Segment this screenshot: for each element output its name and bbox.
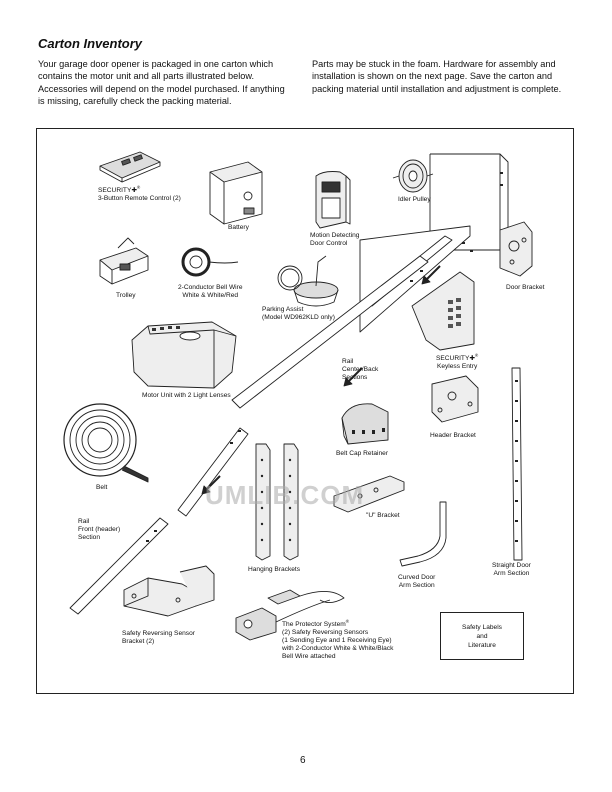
belt-cap-retainer-illustration — [341, 403, 389, 445]
keyless-entry-illustration — [411, 271, 475, 351]
remote-brand: SECURITY✚ — [98, 187, 137, 195]
bell-wire-label: 2-Conductor Bell Wire White & White/Red — [178, 284, 243, 300]
hanging-brackets-label: Hanging Brackets — [248, 566, 301, 573]
labels-line1: Safety Labels — [462, 623, 502, 631]
door-bracket-illustration — [499, 221, 533, 277]
remote-label: SECURITY✚® 3-Button Remote Control (2) — [98, 184, 181, 203]
curved-arm-line1: Curved Door — [398, 574, 436, 581]
remote-name: 3-Button Remote Control (2) — [98, 195, 181, 203]
straight-arm-line1: Straight Door — [492, 562, 531, 569]
rail-center-line3: Sections — [342, 374, 368, 381]
rail-center-label: Rail Center/Back Sections — [342, 358, 378, 382]
idler-pulley-illustration — [392, 159, 434, 193]
parking-line1: Parking Assist — [262, 306, 304, 313]
header-bracket-label: Header Bracket — [430, 432, 476, 439]
belt-illustration — [63, 403, 149, 483]
keyless-name: Keyless Entry — [436, 363, 478, 371]
u-bracket-illustration — [333, 475, 405, 513]
parking-assist-illustration — [277, 255, 339, 307]
motion-control-label: Motion Detecting Door Control — [310, 232, 359, 248]
srs-bracket-line1: Safety Reversing Sensor — [122, 630, 195, 637]
labels-line2: and — [476, 632, 488, 640]
motion-line1: Motion Detecting — [310, 232, 360, 239]
belt-label: Belt — [96, 484, 108, 491]
intro-right: Parts may be stuck in the foam. Hardware… — [312, 59, 562, 94]
rail-front-line1: Rail — [78, 518, 90, 525]
motion-line2: Door Control — [310, 240, 348, 247]
keyless-entry-label: SECURITY✚® Keyless Entry — [436, 352, 478, 371]
protector-sensors-illustration — [235, 589, 345, 641]
curved-arm-line2: Arm Section — [398, 582, 435, 589]
hanging-brackets-illustration — [255, 443, 299, 561]
parking-line2: (Model WD962KLD only) — [262, 314, 335, 321]
protector-reg: ® — [345, 619, 350, 624]
straight-door-arm-illustration — [511, 367, 523, 561]
bell-wire-line2: White & White/Red — [182, 292, 239, 299]
safety-labels-box: Safety Labels and Literature — [440, 612, 524, 660]
motor-unit-illustration — [131, 321, 237, 389]
idler-pulley-label: Idler Pulley — [398, 196, 431, 203]
protector-line1: The Protector System — [282, 621, 346, 629]
protector-line5: Bell Wire attached — [282, 653, 336, 661]
remote-reg: ® — [136, 185, 141, 190]
rail-sections-illustration — [69, 153, 509, 615]
labels-line3: Literature — [468, 641, 496, 649]
sensor-brackets-illustration — [123, 565, 215, 617]
motor-unit-label: Motor Unit with 2 Light Lenses — [142, 392, 231, 399]
bell-wire-illustration — [181, 247, 239, 277]
motion-door-control-illustration — [315, 171, 351, 229]
protector-system-label: The Protector System® (2) Safety Reversi… — [282, 618, 393, 661]
bell-wire-line1: 2-Conductor Bell Wire — [178, 284, 243, 291]
protector-line2: (2) Safety Reversing Sensors — [282, 629, 369, 637]
rail-front-line3: Section — [78, 534, 100, 541]
curved-arm-label: Curved Door Arm Section — [398, 574, 435, 590]
protector-line4: with 2-Conductor White & White/Black — [282, 645, 394, 653]
battery-illustration — [209, 161, 263, 225]
rail-front-label: Rail Front (header) Section — [78, 518, 120, 542]
remote-control-illustration — [99, 151, 161, 183]
watermark: UMLIB.COM — [205, 480, 365, 510]
keyless-reg: ® — [474, 353, 479, 358]
belt-cap-label: Belt Cap Retainer — [336, 450, 389, 457]
intro-left: Your garage door opener is packaged in o… — [38, 59, 285, 107]
battery-label: Battery — [228, 224, 249, 231]
curved-door-arm-illustration — [399, 501, 447, 567]
keyless-brand: SECURITY✚ — [436, 355, 475, 363]
parking-assist-label: Parking Assist (Model WD962KLD only) — [262, 306, 335, 322]
header-bracket-illustration — [431, 375, 479, 423]
trolley-illustration — [99, 237, 149, 285]
sensor-bracket-label: Safety Reversing Sensor Bracket (2) — [122, 630, 195, 646]
page-number: 6 — [300, 755, 306, 766]
door-bracket-label: Door Bracket — [506, 284, 545, 291]
rail-center-line2: Center/Back — [342, 366, 379, 373]
rail-front-line2: Front (header) — [78, 526, 121, 533]
u-bracket-label: "U" Bracket — [366, 512, 400, 519]
rail-center-line1: Rail — [342, 358, 354, 365]
straight-arm-line2: Arm Section — [493, 570, 530, 577]
page-title: Carton Inventory — [38, 36, 143, 51]
protector-line3: (1 Sending Eye and 1 Receiving Eye) — [282, 637, 392, 645]
inventory-frame — [36, 128, 574, 694]
straight-arm-label: Straight Door Arm Section — [492, 562, 531, 578]
trolley-label: Trolley — [116, 292, 136, 299]
srs-bracket-line2: Bracket (2) — [122, 638, 155, 645]
